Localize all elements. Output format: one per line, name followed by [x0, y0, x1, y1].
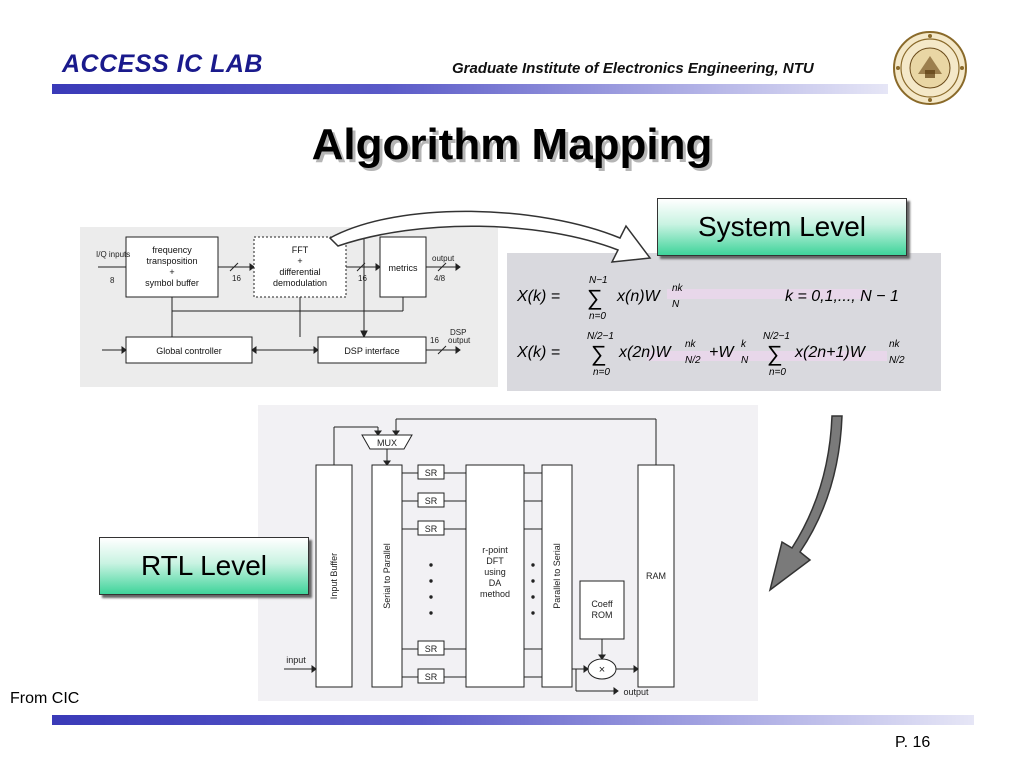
- input-buffer-label: Input Buffer: [329, 553, 339, 599]
- header-divider-band: [52, 84, 888, 94]
- eq1-sub: N: [672, 299, 680, 310]
- curved-arrow-top-icon: [328, 210, 652, 263]
- eq2-sub1: N/2: [685, 355, 701, 366]
- eq1-sum-top: N−1: [589, 275, 608, 286]
- system-block-diagram: I/Q inputs 8 16 16 output 4/8 16 DSP out…: [80, 227, 498, 387]
- sr-label-4: SR: [425, 644, 438, 654]
- rtl-output-label: output: [623, 687, 649, 697]
- source-note: From CIC: [10, 690, 80, 707]
- eq1-lhs: X(k) =: [516, 288, 560, 305]
- fft-formula-panel: X(k) = N−1 ∑ n=0 x(n)W nk N k = 0,1,...,…: [507, 253, 941, 391]
- bd-bus1: 16: [232, 274, 241, 283]
- global-controller-box: Global controller: [156, 346, 222, 356]
- eq1-sup: nk: [672, 283, 684, 294]
- eq2-sub2: N/2: [889, 355, 905, 366]
- fft-box-line-2: +: [297, 256, 302, 266]
- fft-box-line-1: FFT: [292, 245, 309, 255]
- institute-name: Graduate Institute of Electronics Engine…: [452, 60, 814, 77]
- sr-label-1: SR: [425, 468, 438, 478]
- freq-box-line-4: symbol buffer: [145, 278, 199, 288]
- page-number: P. 16: [895, 734, 931, 751]
- curved-arrow-right-icon: [768, 415, 843, 592]
- eq2-sub-k: N: [741, 355, 749, 366]
- bd-output-label: output: [432, 254, 455, 263]
- sr-label-5: SR: [425, 672, 438, 682]
- eq1-body: x(n)W: [616, 288, 662, 305]
- eq2-sup-k: k: [741, 339, 747, 350]
- eq2-lhs: X(k) =: [516, 344, 560, 361]
- eq1-range: k = 0,1,..., N − 1: [785, 288, 899, 305]
- coeff-rom-line-2: ROM: [592, 610, 613, 620]
- bd-input-width: 8: [110, 276, 115, 285]
- bd-output-width: 4/8: [434, 274, 446, 283]
- freq-box-line-3: +: [169, 267, 174, 277]
- bd-bus2: 16: [358, 274, 367, 283]
- eq2-sum-top: N/2−1: [587, 331, 614, 342]
- coeff-rom-line-1: Coeff: [591, 599, 613, 609]
- eq2-plus-w: +W: [709, 344, 735, 361]
- bd-dsp-bus: 16: [430, 336, 439, 345]
- lab-title: ACCESS IC LAB: [62, 50, 263, 78]
- ram-label: RAM: [646, 571, 666, 581]
- eq2-sigma-2: ∑: [767, 341, 783, 366]
- rtl-diagram: MUX SR SR SR SR SR r-point DFT using DA …: [258, 405, 758, 701]
- eq2-sup1: nk: [685, 339, 697, 350]
- fft-box-line-4: demodulation: [273, 278, 327, 288]
- eq2-sum-bottom: n=0: [593, 367, 610, 378]
- university-seal-icon: [893, 31, 967, 105]
- parallel-to-serial-label: Parallel to Serial: [552, 543, 562, 609]
- rtl-level-label: RTL Level: [99, 537, 309, 595]
- eq2-body2: x(2n+1)W: [794, 344, 867, 361]
- eq2-sup2: nk: [889, 339, 901, 350]
- eq2-sum2-bottom: n=0: [769, 367, 786, 378]
- fft-box-line-3: differential: [279, 267, 320, 277]
- metrics-box: metrics: [389, 263, 418, 273]
- mux-label: MUX: [377, 438, 397, 448]
- dft-line-2: DFT: [486, 556, 504, 566]
- eq1-sigma: ∑: [587, 285, 603, 310]
- bd-input-label: I/Q inputs: [96, 250, 130, 259]
- sr-label-3: SR: [425, 524, 438, 534]
- eq2-body1: x(2n)W: [618, 344, 672, 361]
- bd-dsp-output-2: output: [448, 336, 471, 345]
- serial-to-parallel-label: Serial to Parallel: [382, 543, 392, 609]
- dsp-interface-box: DSP interface: [344, 346, 399, 356]
- system-level-label: System Level: [657, 198, 907, 256]
- slide-title: Algorithm Mapping: [311, 120, 713, 169]
- dft-line-4: DA: [489, 578, 502, 588]
- dft-line-1: r-point: [482, 545, 508, 555]
- sr-label-2: SR: [425, 496, 438, 506]
- freq-box-line-2: transposition: [146, 256, 197, 266]
- multiplier-symbol: ×: [599, 664, 605, 676]
- freq-box-line-1: frequency: [152, 245, 192, 255]
- eq2-sum2-top: N/2−1: [763, 331, 790, 342]
- dft-line-3: using: [484, 567, 506, 577]
- dft-line-5: method: [480, 589, 510, 599]
- eq1-sum-bottom: n=0: [589, 311, 606, 322]
- footer-divider-band: [52, 715, 974, 725]
- rtl-input-label: input: [286, 655, 306, 665]
- eq2-sigma-1: ∑: [591, 341, 607, 366]
- bd-dsp-output-1: DSP: [450, 328, 466, 337]
